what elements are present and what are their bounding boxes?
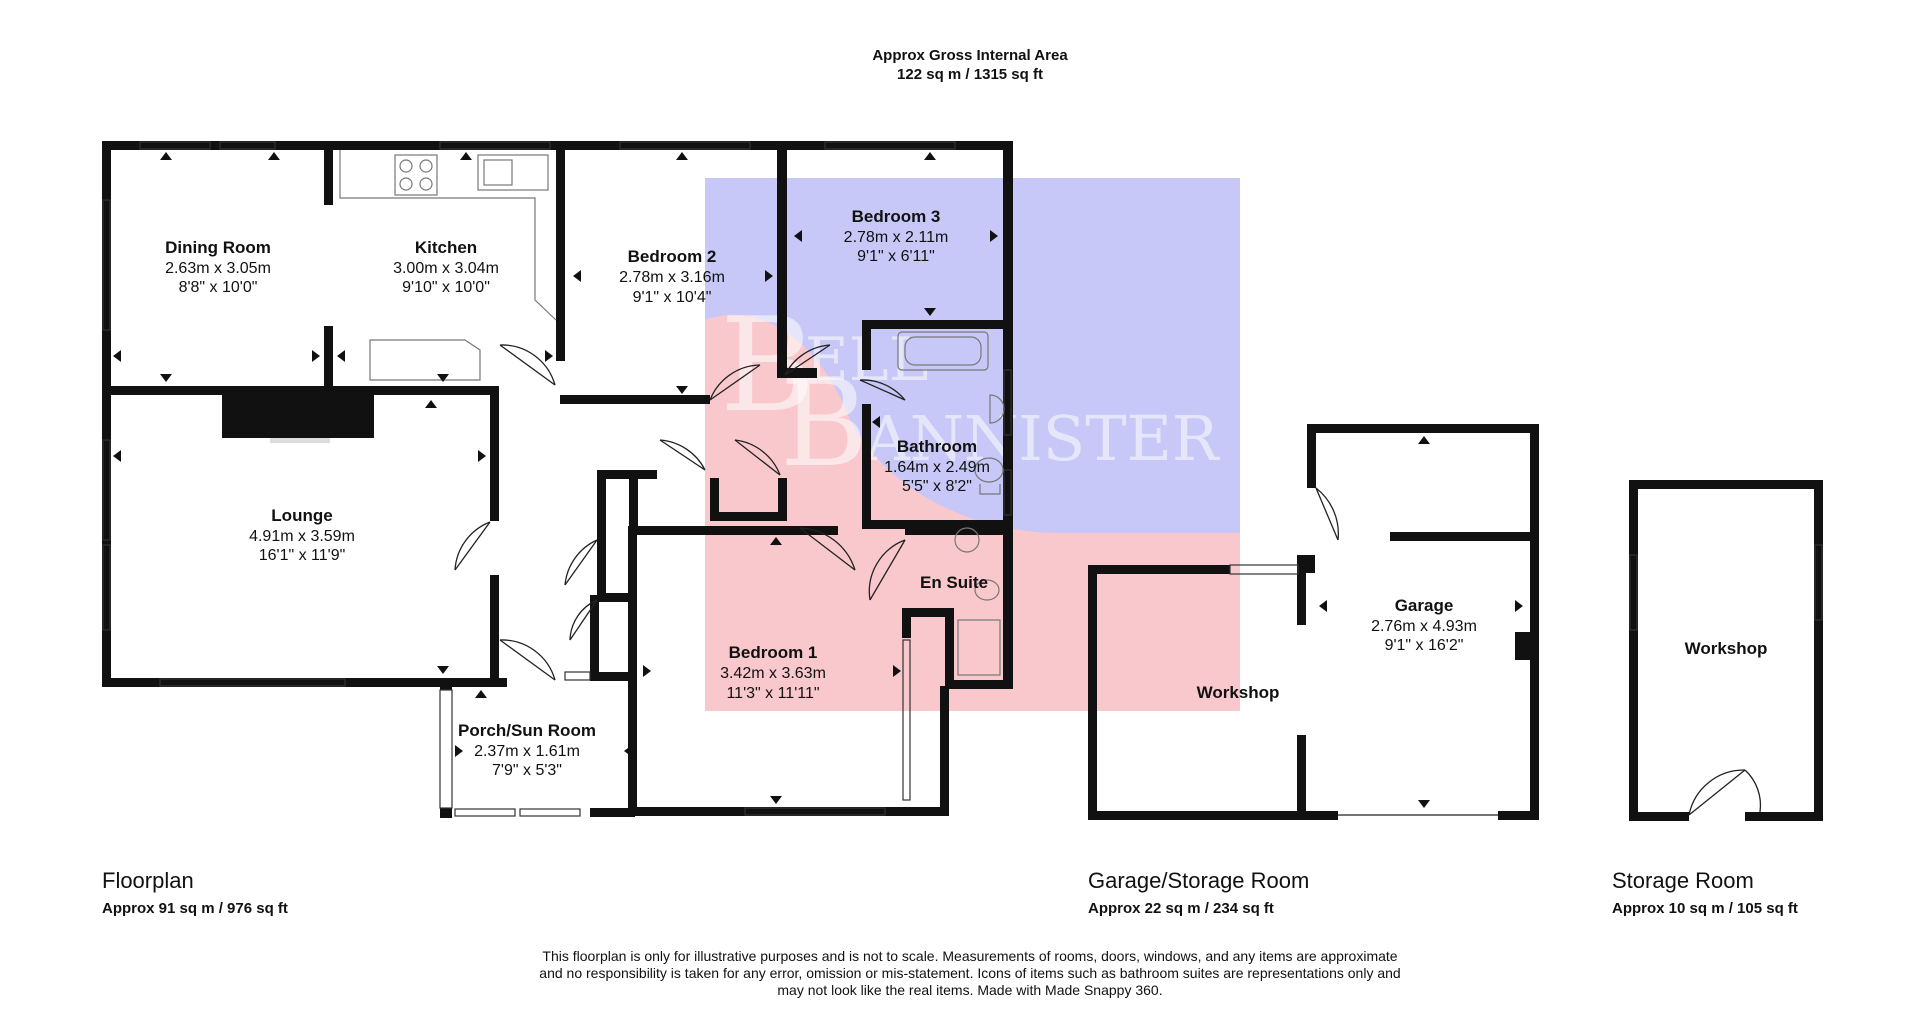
room-name-garage: Garage xyxy=(1395,596,1454,615)
room-metric-bedroom3: 2.78m x 2.11m xyxy=(844,229,949,246)
garage-doors xyxy=(1315,487,1498,816)
disclaimer-line-2: and no responsibility is taken for any e… xyxy=(539,965,1400,981)
section-name-garage: Garage/Storage Room xyxy=(1088,868,1309,893)
header-title: Approx Gross Internal Area xyxy=(872,47,1068,64)
room-metric-porch: 2.37m x 1.61m xyxy=(474,743,580,760)
watermark-letters-annister: ANNISTER xyxy=(864,402,1221,475)
garage-markers xyxy=(1319,436,1523,808)
dimension-markers xyxy=(113,152,998,804)
room-metric-bedroom1: 3.42m x 3.63m xyxy=(720,665,826,682)
toilet xyxy=(974,457,1004,495)
section-name-storage: Storage Room xyxy=(1612,868,1754,893)
room-name-porch: Porch/Sun Room xyxy=(458,721,596,740)
bath xyxy=(897,331,989,371)
room-name-bedroom2: Bedroom 2 xyxy=(628,247,717,266)
room-imperial-bedroom3: 9'1" x 6'11" xyxy=(857,248,935,265)
header-total-area: 122 sq m / 1315 sq ft xyxy=(897,66,1043,83)
section-name-floorplan: Floorplan xyxy=(102,868,194,893)
room-name-bedroom3: Bedroom 3 xyxy=(852,207,941,226)
room-metric-lounge: 4.91m x 3.59m xyxy=(249,528,355,545)
room-name-ensuite: En Suite xyxy=(920,573,988,592)
garage-walls xyxy=(1088,424,1539,820)
disclaimer-line-1: This floorplan is only for illustrative … xyxy=(542,948,1397,964)
hob xyxy=(394,154,438,196)
room-imperial-porch: 7'9" x 5'3" xyxy=(492,762,562,779)
fireplace xyxy=(222,386,374,438)
basin xyxy=(989,394,1005,424)
bathroom-fixtures xyxy=(897,331,1005,676)
room-imperial-dining: 8'8" x 10'0" xyxy=(179,279,258,296)
room-name-dining: Dining Room xyxy=(165,238,271,257)
room-name-workshop2: Workshop xyxy=(1685,639,1768,658)
section-area-storage: Approx 10 sq m / 105 sq ft xyxy=(1612,900,1798,917)
room-imperial-bedroom2: 9'1" x 10'4" xyxy=(633,289,712,306)
room-imperial-lounge: 16'1" x 11'9" xyxy=(259,547,346,564)
room-imperial-garage: 9'1" x 16'2" xyxy=(1385,637,1464,654)
room-metric-garage: 2.76m x 4.93m xyxy=(1371,618,1477,635)
storage-room-walls xyxy=(1629,480,1823,821)
sink xyxy=(477,154,549,191)
room-metric-bathroom: 1.64m x 2.49m xyxy=(884,459,990,476)
main-windows xyxy=(102,141,1012,817)
room-name-workshop1: Workshop xyxy=(1197,683,1280,702)
room-metric-bedroom2: 2.78m x 3.16m xyxy=(619,269,725,286)
room-name-bathroom: Bathroom xyxy=(897,437,977,456)
ensuite-shower xyxy=(957,619,1001,676)
disclaimer-line-3: may not look like the real items. Made w… xyxy=(777,982,1162,998)
room-name-kitchen: Kitchen xyxy=(415,238,477,257)
room-imperial-bedroom1: 11'3" x 11'11" xyxy=(726,685,819,702)
watermark-letter-b2: B xyxy=(780,355,868,494)
room-metric-dining: 2.63m x 3.05m xyxy=(165,260,271,277)
room-name-bedroom1: Bedroom 1 xyxy=(729,643,818,662)
room-imperial-kitchen: 9'10" x 10'0" xyxy=(402,279,490,296)
kitchen-fixtures xyxy=(339,150,557,381)
section-area-garage: Approx 22 sq m / 234 sq ft xyxy=(1088,900,1274,917)
room-imperial-bathroom: 5'5" x 8'2" xyxy=(902,478,972,495)
ensuite-basin xyxy=(954,527,980,553)
room-metric-kitchen: 3.00m x 3.04m xyxy=(393,260,499,277)
room-name-lounge: Lounge xyxy=(271,506,332,525)
section-area-floorplan: Approx 91 sq m / 976 sq ft xyxy=(102,900,288,917)
garage-pillar xyxy=(1515,632,1530,660)
ensuite-toilet xyxy=(974,579,1000,601)
main-doors xyxy=(454,344,906,681)
main-floorplan-walls xyxy=(102,141,1013,818)
